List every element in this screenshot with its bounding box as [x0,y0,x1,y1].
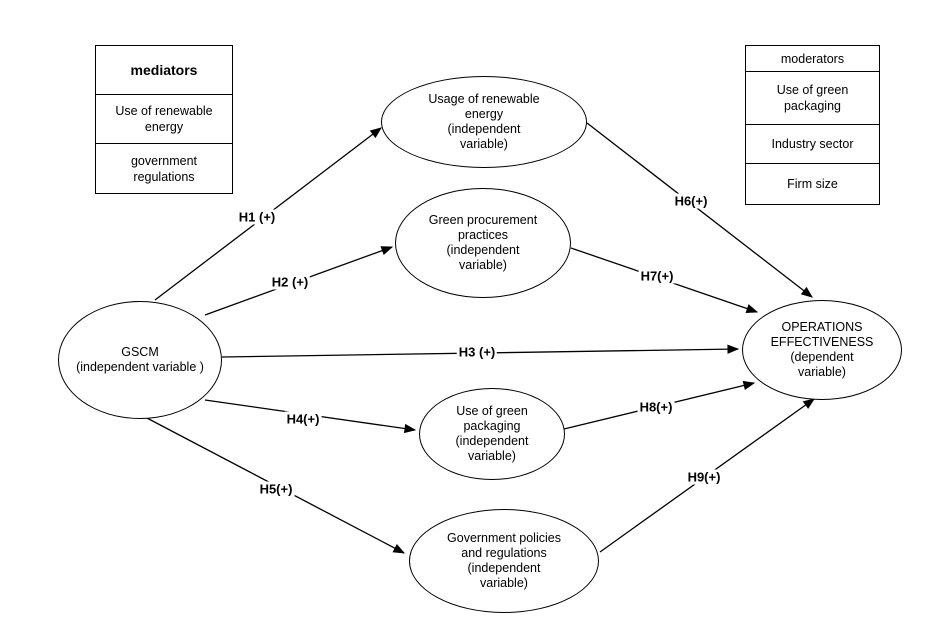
node-usage-renewable-energy: Usage of renewable energy (independent v… [381,76,587,168]
label-h2: H2 (+) [269,274,311,290]
mediators-title-label: mediators [130,62,198,78]
moderators-box: moderators Use of green packaging Indust… [745,45,880,205]
label-h9: H9(+) [685,469,723,485]
moderators-box-row-firm-size: Firm size [746,163,879,204]
row-label: Use of renewable energy [115,104,213,134]
moderators-box-row-industry-sector: Industry sector [746,124,879,163]
moderators-title-label: moderators [780,51,845,66]
label-h4: H4(+) [284,411,322,427]
mediators-box-row-government-regulations: government regulations [96,143,232,193]
label-h5: H5(+) [257,481,295,497]
node-label: Use of green packaging (independent vari… [455,404,529,463]
node-label: GSCM (independent variable ) [76,345,204,374]
label-h1: H1 (+) [236,209,278,225]
row-label: Industry sector [771,137,854,151]
moderators-box-title: moderators [746,46,879,71]
node-label: Usage of renewable energy (independent v… [428,92,540,151]
row-label: government regulations [130,153,197,184]
label-h3: H3 (+) [456,344,498,360]
node-gscm: GSCM (independent variable ) [58,301,222,419]
node-operations-effectiveness: OPERATIONS EFFECTIVENESS (dependent vari… [742,300,902,400]
node-green-packaging: Use of green packaging (independent vari… [419,388,565,480]
moderators-box-row-green-packaging: Use of green packaging [746,71,879,124]
label-h8: H8(+) [637,399,675,415]
label-h6: H6(+) [672,193,710,209]
row-label: Firm size [787,177,838,191]
mediators-box-title: mediators [96,46,232,94]
connector-h6 [586,122,813,298]
mediators-box: mediators Use of renewable energy govern… [95,45,233,194]
node-green-procurement: Green procurement practices (independent… [395,188,571,298]
label-h7: H7(+) [638,268,676,284]
node-label: Green procurement practices (independent… [428,213,538,272]
node-label: Government policies and regulations (ind… [447,531,561,590]
node-label: OPERATIONS EFFECTIVENESS (dependent vari… [770,320,874,379]
mediators-box-row-renewable-energy: Use of renewable energy [96,94,232,143]
node-government-policies: Government policies and regulations (ind… [409,509,599,613]
row-label: Use of green packaging [776,83,849,113]
